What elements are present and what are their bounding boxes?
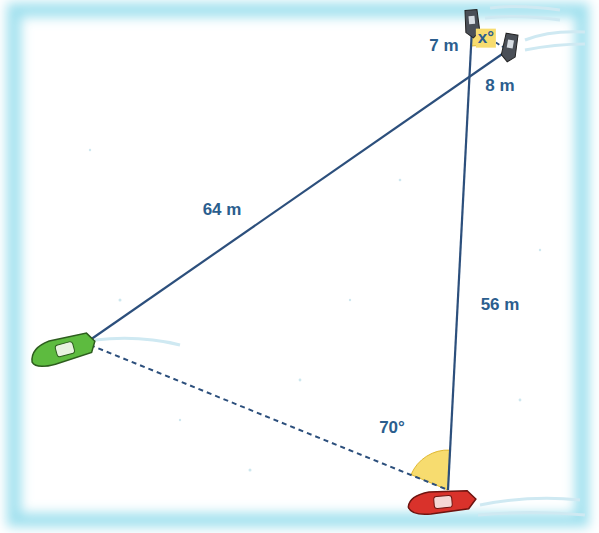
line-green-red-dashed — [90, 345, 448, 490]
dimension-label: 70° — [377, 419, 407, 438]
dimension-label: x° — [476, 29, 496, 48]
line-top-dashed — [472, 28, 508, 50]
green-boat — [28, 330, 98, 370]
dimension-label: 8 m — [483, 77, 516, 96]
water-edge — [14, 10, 582, 520]
line-56m — [448, 28, 472, 490]
wakes — [95, 6, 585, 515]
line-64m — [90, 50, 508, 340]
red-boat — [407, 488, 477, 516]
top-boat-right — [500, 33, 519, 63]
angle-70-sector — [411, 450, 450, 490]
dimension-label: 56 m — [479, 296, 522, 315]
dimension-label: 7 m — [427, 37, 460, 56]
dimension-label: 64 m — [201, 201, 244, 220]
water-texture — [89, 149, 541, 472]
